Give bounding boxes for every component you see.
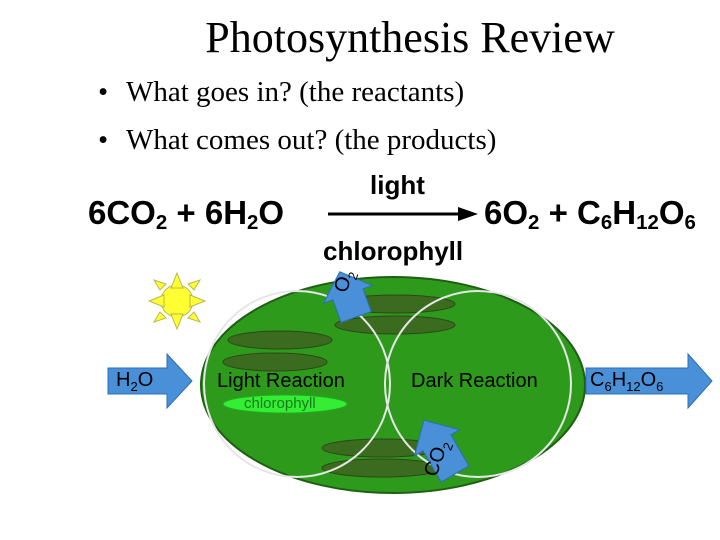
bullet-text: What goes in? (the reactants)	[126, 76, 465, 108]
bullet-dot: •	[98, 124, 109, 156]
light-reaction-label: Light Reaction	[217, 370, 345, 392]
bullet-text: What comes out? (the products)	[126, 124, 497, 156]
sun-icon	[147, 271, 207, 331]
slide-title: Photosynthesis Review	[205, 13, 615, 62]
bullet-products: • What comes out? (the products)	[98, 124, 496, 157]
arrow-label-light: light	[370, 170, 425, 200]
light-reaction-circle	[203, 290, 391, 478]
reaction-arrow-head	[458, 207, 478, 221]
thylakoid-stacks	[222, 294, 456, 478]
o2-arrow	[322, 271, 374, 324]
bullet-dot: •	[98, 76, 109, 108]
h2o-arrow	[107, 352, 193, 410]
chlorophyll-label: chlorophyll	[244, 395, 316, 412]
chlorophyll-pill	[222, 394, 348, 414]
equation-reactants: 6CO2 + 6H2O	[88, 194, 285, 235]
dark-reaction-circle	[384, 290, 572, 478]
h2o-label: H2O	[116, 369, 154, 394]
bullet-reactants: • What goes in? (the reactants)	[98, 76, 464, 109]
glucose-label: C6H12O6	[590, 369, 664, 394]
dark-reaction-label: Dark Reaction	[411, 370, 538, 392]
equation-products: 6O2 + C6H12O6	[484, 194, 696, 235]
arrow-label-chlorophyll: chlorophyll	[323, 236, 464, 266]
glucose-arrow	[585, 352, 713, 410]
co2-arrow	[413, 419, 470, 483]
